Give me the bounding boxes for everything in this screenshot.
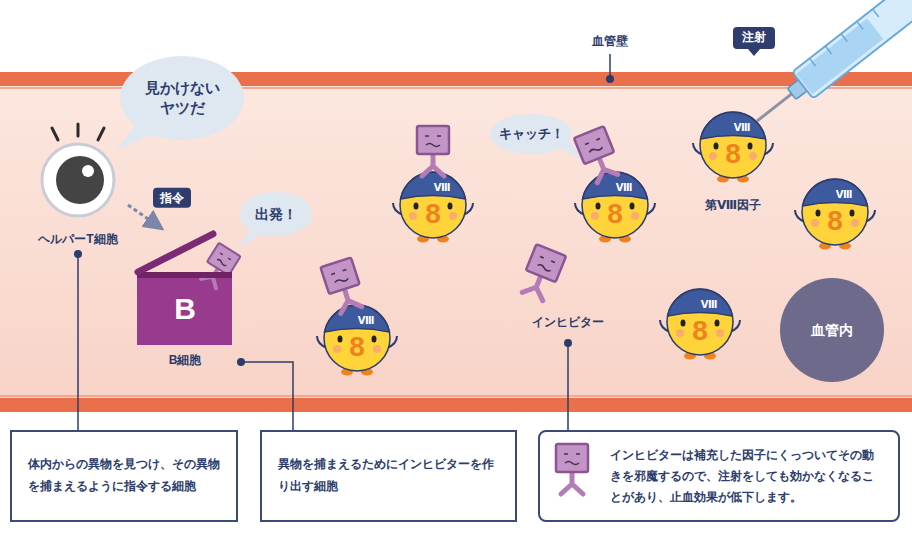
node-text: 出発！ — [255, 205, 297, 223]
factor-figure — [393, 172, 473, 243]
factor-number: 8 — [349, 332, 365, 363]
factor-figure — [575, 172, 655, 243]
node-text: 異物を捕まえるためにインヒビターを作り出す細胞 — [278, 454, 499, 497]
speech-bubble: 出発！ — [240, 192, 312, 236]
node-text: インヒビターは補充した因子にくっついてその動きを邪魔するので、注射をしても効かな… — [610, 445, 884, 508]
leader-dot — [74, 250, 82, 258]
factor-number: 8 — [692, 316, 708, 347]
label-tag: 注射 — [733, 27, 775, 49]
cap-mark: Ⅷ — [616, 182, 633, 193]
inhibitor-figure — [574, 126, 622, 184]
cap-mark: Ⅷ — [358, 315, 375, 326]
part-name: インヒビター — [532, 316, 604, 329]
inhibitor-figure — [417, 126, 449, 176]
inhibitor-figure — [198, 243, 241, 290]
region-circle: 血管内 — [780, 278, 884, 382]
connector — [128, 205, 161, 228]
inhibitor-figure — [321, 258, 367, 315]
factor-number: 8 — [607, 199, 623, 230]
cap-mark: Ⅷ — [434, 182, 451, 193]
note-box: 異物を捕まえるためにインヒビターを作り出す細胞 — [260, 430, 517, 522]
cap-mark: Ⅷ — [734, 122, 751, 133]
note-box: インヒビターは補充した因子にくっついてその動きを邪魔するので、注射をしても効かな… — [538, 430, 900, 522]
connector-line — [237, 362, 293, 430]
inhibitor-figure — [556, 444, 588, 494]
node-text: 血管内 — [811, 321, 853, 339]
syringe — [747, 0, 912, 134]
node-text: B — [174, 272, 196, 345]
part-name: 血管壁 — [592, 35, 628, 48]
node-text: キャッチ！ — [499, 126, 564, 143]
node-label: B細胞 — [169, 353, 202, 369]
factor-figure — [795, 179, 875, 250]
speech-bubble-outline — [120, 56, 244, 140]
leader-dot — [606, 75, 614, 83]
vessel-wall — [0, 398, 912, 412]
factor-number: 8 — [827, 206, 843, 237]
cap-mark: Ⅷ — [701, 299, 718, 310]
edge-label: 指令 — [153, 188, 191, 208]
connector-line — [77, 250, 79, 430]
helper-t-cell-outline — [28, 124, 128, 250]
part-name: 第Ⅷ因子 — [705, 199, 761, 212]
inhibitor-figure — [518, 244, 566, 302]
cap-mark: Ⅷ — [836, 189, 853, 200]
connector — [74, 250, 82, 430]
connector — [237, 358, 293, 430]
node-text: 体内からの異物を見つけ、その異物を捕まえるように指令する細胞 — [28, 454, 220, 497]
factor-number: 8 — [725, 139, 741, 170]
helper-t-cell: ヘルパーT細胞 — [28, 124, 128, 250]
note-box: 体内からの異物を見つけ、その異物を捕まえるように指令する細胞 — [10, 430, 238, 522]
speech-bubble: キャッチ！ — [490, 114, 572, 154]
vessel-interior — [0, 86, 912, 400]
factor-figure — [693, 112, 773, 183]
leader-dot — [237, 358, 245, 366]
node-text: ヘルパーT細胞 — [38, 232, 117, 248]
node-text: 見かけないヤツだ — [142, 78, 222, 119]
node-text: 注射 — [742, 30, 766, 46]
connector-line — [128, 205, 161, 228]
factor-figure — [660, 289, 740, 360]
factor-figure — [317, 305, 397, 376]
b-cell: B B細胞 — [133, 228, 237, 372]
speech-bubble: 見かけないヤツだ — [120, 56, 244, 140]
tag-tail — [748, 49, 760, 56]
factor-number: 8 — [425, 199, 441, 230]
leader-dot — [564, 339, 572, 347]
leader-line — [567, 343, 569, 430]
wall-edge — [0, 395, 912, 397]
